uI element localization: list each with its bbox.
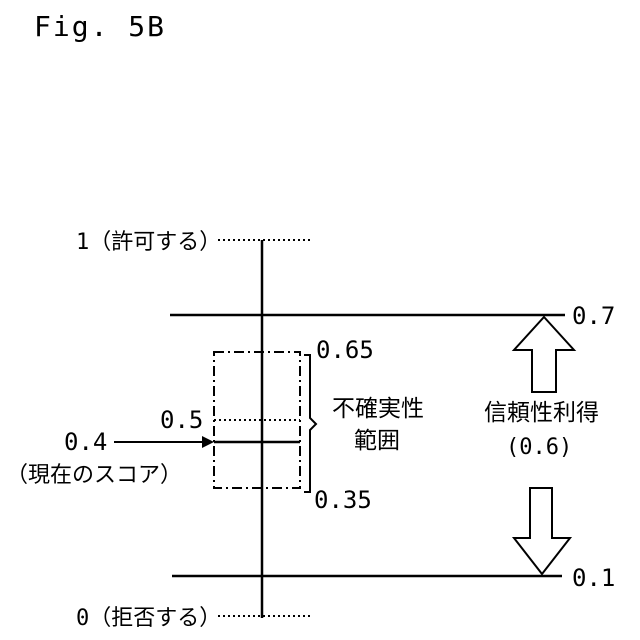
current-score-value: 0.4	[64, 428, 107, 456]
trust-gain-label: 信頼性利得	[484, 400, 599, 426]
downward-hollow-arrow	[514, 488, 570, 574]
trust-gain-value: (0.6)	[506, 435, 572, 460]
uncertainty-bracket	[304, 355, 316, 492]
uncertainty-box	[214, 352, 300, 488]
midpoint-value: 0.5	[160, 406, 203, 434]
upper-threshold-value: 0.7	[572, 302, 615, 330]
top-scale-label: 1（許可する）	[76, 230, 221, 255]
bottom-scale-label: 0（拒否する）	[76, 606, 221, 631]
upward-hollow-arrow	[514, 317, 574, 392]
box-lower-value: 0.35	[314, 486, 372, 514]
lower-threshold-value: 0.1	[572, 564, 615, 592]
current-score-arrow-head	[202, 436, 214, 448]
uncertainty-label-line1: 不確実性	[332, 396, 424, 422]
current-score-label: （現在のスコア）	[6, 463, 182, 488]
uncertainty-label-line2: 範囲	[354, 428, 400, 454]
box-upper-value: 0.65	[316, 336, 374, 364]
